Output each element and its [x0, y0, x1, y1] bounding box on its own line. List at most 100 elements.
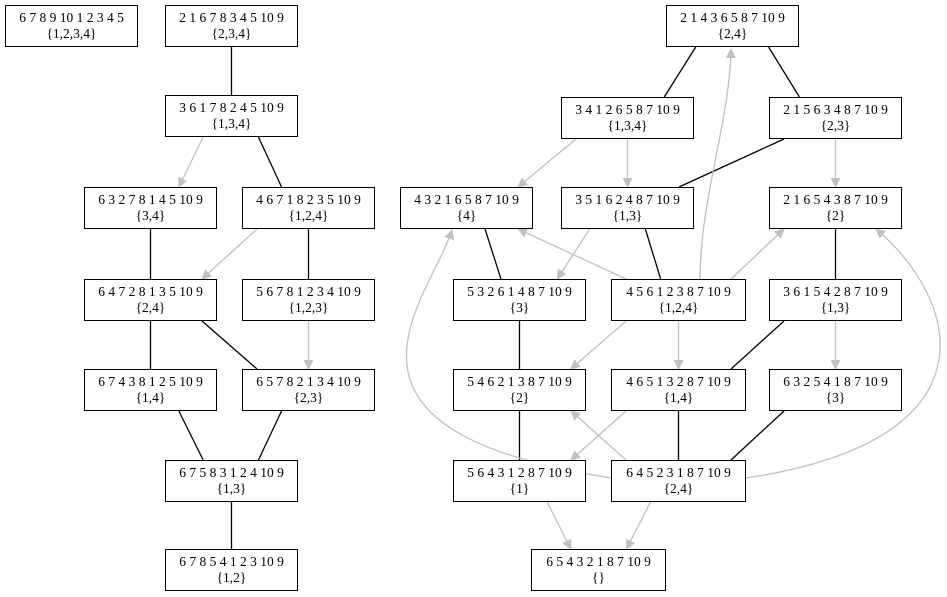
arrow-edge: [546, 501, 572, 550]
graph-node: 6 7 4 3 8 1 2 5 10 9{1,4}: [84, 369, 217, 411]
node-permutation: 2 1 6 7 8 3 4 5 10 9: [179, 10, 284, 25]
line-edge: [678, 138, 785, 188]
node-set: {1,3}: [820, 300, 851, 315]
line-edge: [730, 320, 785, 370]
graph-node: 6 4 7 2 8 1 3 5 10 9{2,4}: [84, 279, 217, 321]
line-edge: [201, 320, 258, 370]
node-set: {2,4}: [663, 481, 694, 496]
node-permutation: 5 3 2 6 1 4 8 7 10 9: [467, 284, 572, 299]
node-set: {3}: [509, 300, 530, 315]
node-set: {2}: [825, 208, 846, 223]
node-set: {1,2,3,4}: [46, 26, 97, 41]
line-edge: [663, 46, 697, 98]
graph-node: 2 1 6 7 8 3 4 5 10 9{2,3,4}: [165, 5, 298, 47]
graph-node: 6 3 2 5 4 1 8 7 10 9{3}: [769, 369, 902, 411]
line-edge: [644, 228, 662, 280]
node-permutation: 4 5 6 1 2 3 8 7 10 9: [626, 284, 731, 299]
graph-node: 3 6 1 7 8 2 4 5 10 9{1,3,4}: [165, 95, 298, 137]
arrow-edge: [517, 138, 577, 188]
graph-node: 2 1 5 6 3 4 8 7 10 9{2,3}: [769, 97, 902, 139]
node-permutation: 3 6 1 5 4 2 8 7 10 9: [783, 284, 888, 299]
node-permutation: 6 4 5 2 3 1 8 7 10 9: [626, 465, 731, 480]
arrow-edge: [730, 228, 785, 280]
node-set: {1,3}: [612, 208, 643, 223]
curved-arrow-edge: [745, 228, 941, 479]
graph-node: 6 5 7 8 2 1 3 4 10 9{2,3}: [242, 369, 375, 411]
node-permutation: 6 3 2 5 4 1 8 7 10 9: [783, 374, 888, 389]
node-set: {}: [592, 570, 605, 585]
node-permutation: 2 1 5 6 3 4 8 7 10 9: [783, 102, 888, 117]
graph-node: 6 7 8 5 4 1 2 3 10 9{1,2}: [165, 549, 298, 591]
graph-node: 6 5 4 3 2 1 8 7 10 9{}: [531, 549, 666, 591]
node-set: {1}: [509, 481, 530, 496]
node-set: {1,3}: [216, 481, 247, 496]
node-set: {1,4}: [135, 390, 166, 405]
node-set: {1,3,4}: [211, 116, 252, 131]
node-set: {1,4}: [663, 390, 694, 405]
graph-node: 6 3 2 7 8 1 4 5 10 9{3,4}: [84, 187, 217, 229]
graph-node: 2 1 6 5 4 3 8 7 10 9{2}: [769, 187, 902, 229]
node-permutation: 4 6 5 1 3 2 8 7 10 9: [626, 374, 731, 389]
arrow-edge: [517, 228, 627, 280]
node-permutation: 5 6 7 8 1 2 3 4 10 9: [256, 284, 361, 299]
node-set: {1,2,4}: [658, 300, 699, 315]
node-permutation: 6 3 2 7 8 1 4 5 10 9: [98, 192, 203, 207]
node-permutation: 3 6 1 7 8 2 4 5 10 9: [179, 100, 284, 115]
graph-node: 4 5 6 1 2 3 8 7 10 9{1,2,4}: [611, 279, 746, 321]
node-permutation: 5 4 6 2 1 3 8 7 10 9: [467, 374, 572, 389]
arrow-edge: [178, 136, 204, 188]
node-set: {2,3}: [293, 390, 324, 405]
graph-node: 4 6 7 1 8 2 3 5 10 9{1,2,4}: [242, 187, 375, 229]
node-set: {2,3}: [820, 118, 851, 133]
line-edge: [257, 136, 283, 188]
node-permutation: 5 6 4 3 1 2 8 7 10 9: [467, 465, 572, 480]
node-set: {4}: [456, 208, 477, 223]
graph-node: 2 1 4 3 6 5 8 7 10 9{2,4}: [666, 5, 799, 47]
graph-node: 6 7 5 8 3 1 2 4 10 9{1,3}: [165, 460, 298, 502]
graph-node: 3 5 1 6 2 4 8 7 10 9{1,3}: [561, 187, 694, 229]
node-set: {1,2,3}: [288, 300, 329, 315]
node-set: {3,4}: [135, 208, 166, 223]
node-permutation: 3 5 1 6 2 4 8 7 10 9: [575, 192, 680, 207]
line-edge: [767, 46, 801, 98]
graph-node: 3 4 1 2 6 5 8 7 10 9{1,3,4}: [561, 97, 694, 139]
graph-node: 4 6 5 1 3 2 8 7 10 9{1,4}: [611, 369, 746, 411]
node-permutation: 3 4 1 2 6 5 8 7 10 9: [575, 102, 680, 117]
graph-node: 5 3 2 6 1 4 8 7 10 9{3}: [453, 279, 586, 321]
graph-node: 6 4 5 2 3 1 8 7 10 9{2,4}: [611, 460, 746, 502]
node-set: {1,2}: [216, 570, 247, 585]
node-permutation: 6 7 8 5 4 1 2 3 10 9: [179, 554, 284, 569]
node-permutation: 6 7 8 9 10 1 2 3 4 5: [19, 10, 124, 25]
node-permutation: 2 1 6 5 4 3 8 7 10 9: [783, 192, 888, 207]
node-set: {3}: [825, 390, 846, 405]
node-set: {2,3,4}: [211, 26, 252, 41]
node-permutation: 6 7 5 8 3 1 2 4 10 9: [179, 465, 284, 480]
node-set: {2,4}: [135, 300, 166, 315]
arrow-edge: [201, 228, 258, 280]
node-set: {1,2,4}: [288, 208, 329, 223]
arrow-edge: [570, 320, 627, 370]
line-edge: [257, 410, 283, 461]
node-permutation: 6 5 4 3 2 1 8 7 10 9: [546, 554, 651, 569]
graph-node: 5 6 7 8 1 2 3 4 10 9{1,2,3}: [242, 279, 375, 321]
node-permutation: 6 7 4 3 8 1 2 5 10 9: [98, 374, 203, 389]
node-permutation: 2 1 4 3 6 5 8 7 10 9: [680, 10, 785, 25]
graph-node: 3 6 1 5 4 2 8 7 10 9{1,3}: [769, 279, 902, 321]
curved-arrow-edge: [405, 229, 612, 479]
curved-arrow-edge: [699, 48, 736, 280]
graph-node: 5 6 4 3 1 2 8 7 10 9{1}: [453, 460, 586, 502]
line-edge: [484, 228, 502, 280]
arrow-edge: [570, 410, 627, 461]
node-permutation: 6 5 7 8 2 1 3 4 10 9: [256, 374, 361, 389]
node-permutation: 4 6 7 1 8 2 3 5 10 9: [256, 192, 361, 207]
node-set: {2,4}: [717, 26, 748, 41]
graph-node: 4 3 2 1 6 5 8 7 10 9{4}: [400, 187, 533, 229]
node-set: {1,3,4}: [607, 118, 648, 133]
node-permutation: 6 4 7 2 8 1 3 5 10 9: [98, 284, 203, 299]
node-permutation: 4 3 2 1 6 5 8 7 10 9: [414, 192, 519, 207]
graph-node: 6 7 8 9 10 1 2 3 4 5{1,2,3,4}: [5, 5, 138, 47]
line-edge: [730, 410, 785, 461]
line-edge: [178, 410, 204, 461]
